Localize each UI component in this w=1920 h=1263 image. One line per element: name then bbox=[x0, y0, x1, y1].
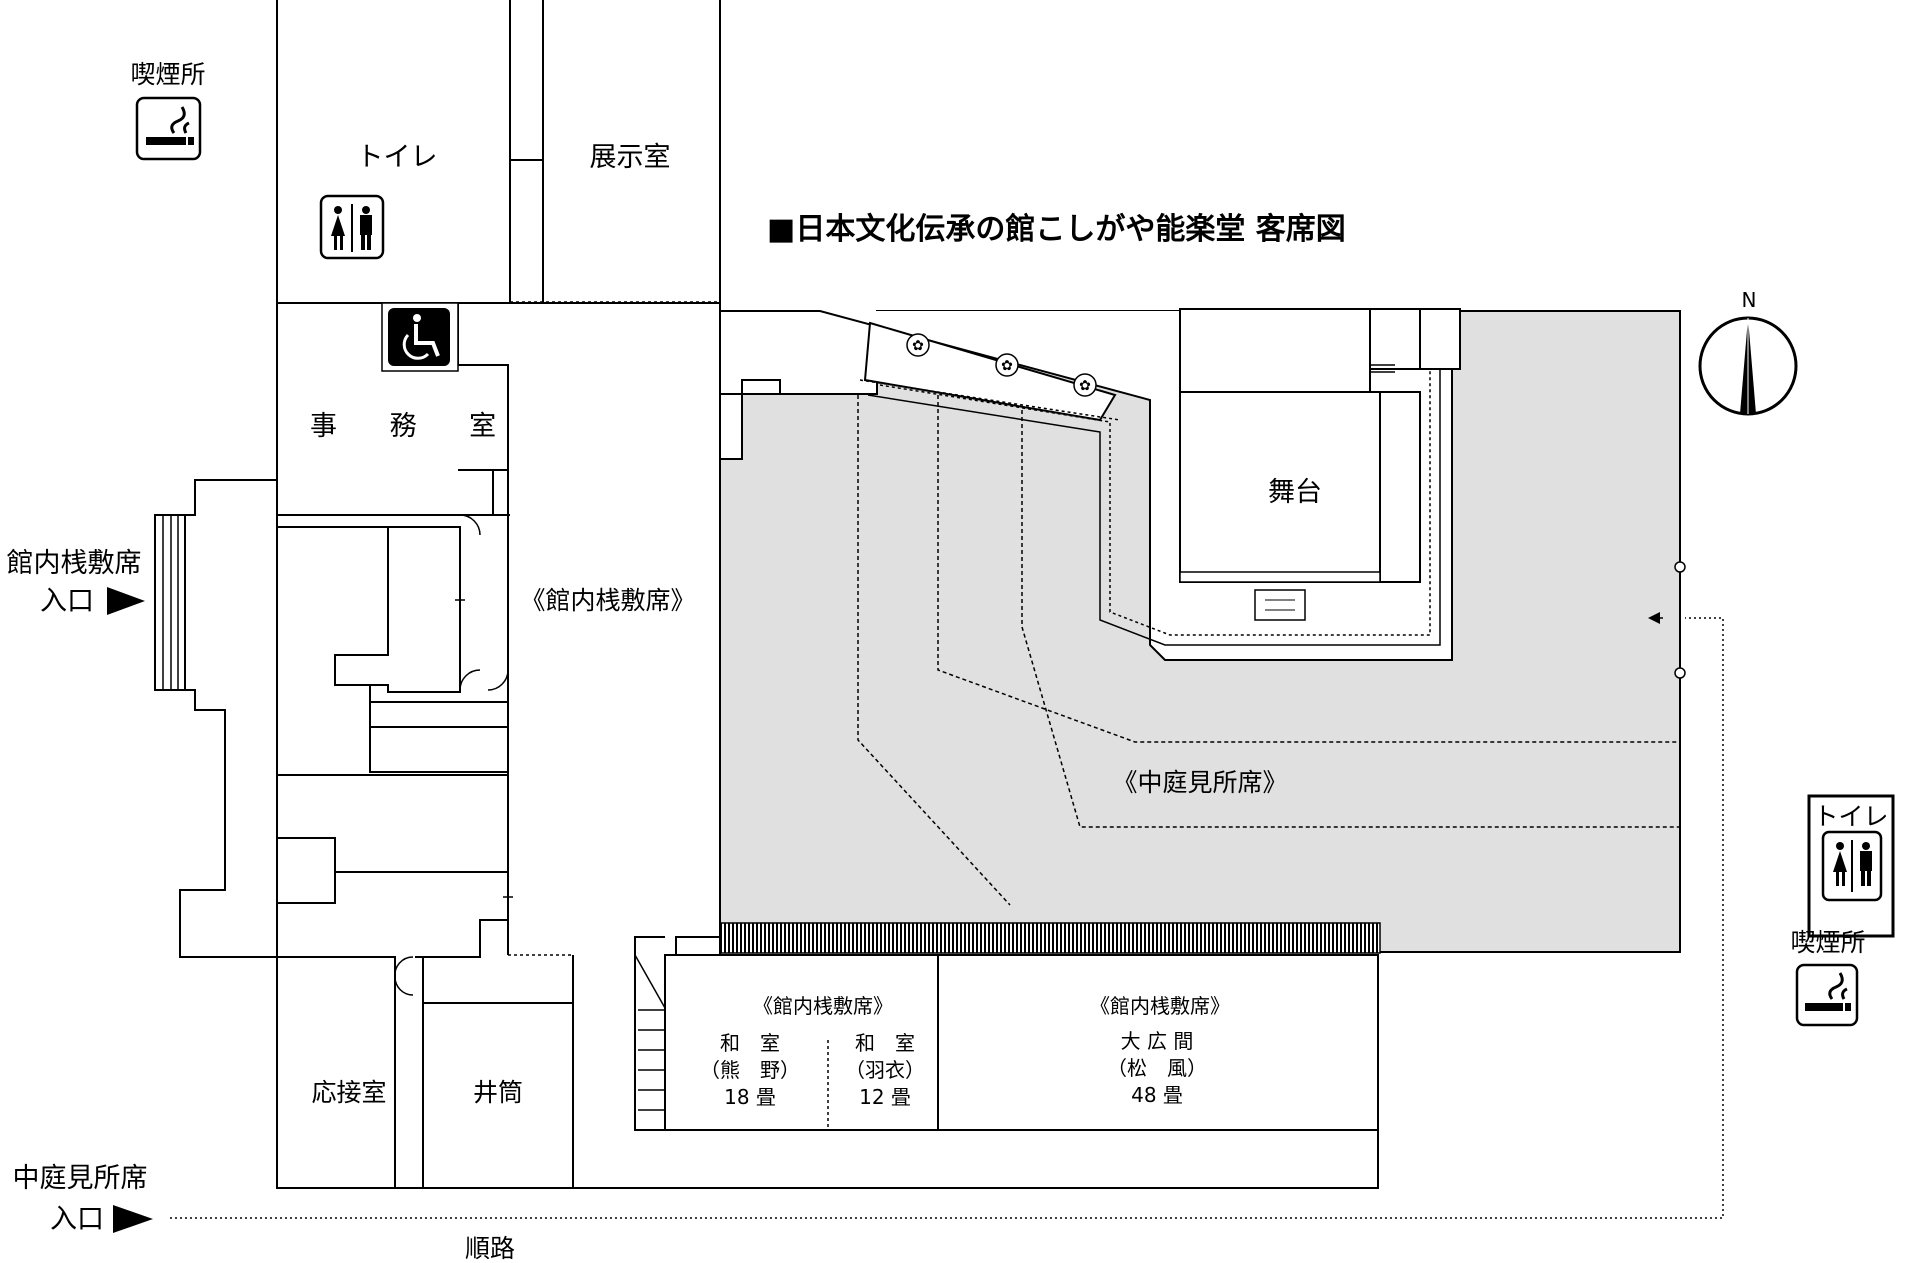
room-stage: 舞台 bbox=[1268, 477, 1322, 508]
room-kumano-line3: 18 畳 bbox=[724, 1085, 776, 1109]
plum-flower-icon: ✿ bbox=[995, 353, 1019, 377]
seating-courtyard: 《中庭見所席》 bbox=[1112, 768, 1288, 797]
compass-icon bbox=[1698, 316, 1798, 416]
entrance-arrow-icon bbox=[107, 587, 145, 615]
map-title: ■日本文化伝承の館こしがや能楽堂 客席図 bbox=[767, 212, 1346, 247]
plum-flower-icon: ✿ bbox=[1073, 373, 1097, 397]
room-toilet: トイレ bbox=[356, 142, 438, 173]
room-kumano-line2: （熊 野） bbox=[700, 1058, 800, 1082]
hatched-edge bbox=[719, 922, 1381, 954]
plum-flower-icon: ✿ bbox=[906, 333, 930, 357]
smoking-icon bbox=[1795, 963, 1859, 1027]
room-office: 事 務 室 bbox=[310, 411, 519, 442]
smoking-icon bbox=[135, 96, 202, 161]
entrance-indoor-line1: 館内桟敷席 bbox=[6, 548, 142, 579]
room-hagoromo: 和 室 （羽衣） 12 畳 bbox=[845, 1030, 925, 1111]
room-matsukaze: 大 広 間 （松 風） 48 畳 bbox=[1107, 1028, 1207, 1109]
room-matsukaze-line3: 48 畳 bbox=[1131, 1083, 1183, 1107]
wheelchair-icon bbox=[381, 302, 459, 372]
restroom-icon bbox=[1807, 794, 1895, 938]
route-line bbox=[170, 617, 1724, 1219]
room-matsukaze-line2: （松 風） bbox=[1107, 1056, 1207, 1080]
seating-indoor-lower-left: 《館内桟敷席》 bbox=[753, 994, 893, 1018]
toilet-label-right: トイレ bbox=[1813, 802, 1889, 831]
seating-indoor-main: 《館内桟敷席》 bbox=[520, 586, 696, 615]
entrance-indoor-line2: 入口 bbox=[40, 586, 94, 617]
entrance-courtyard-line1: 中庭見所席 bbox=[12, 1163, 148, 1194]
room-hagoromo-line2: （羽衣） bbox=[845, 1058, 925, 1082]
smoking-label-top-left: 喫煙所 bbox=[130, 60, 206, 89]
entrance-arrow-icon bbox=[113, 1205, 153, 1233]
entrance-courtyard-line2: 入口 bbox=[50, 1204, 104, 1235]
room-matsukaze-line1: 大 広 間 bbox=[1120, 1029, 1194, 1053]
stage bbox=[1179, 391, 1381, 583]
room-kumano: 和 室 （熊 野） 18 畳 bbox=[700, 1030, 800, 1111]
smoking-label-right: 喫煙所 bbox=[1790, 928, 1866, 957]
room-reception: 応接室 bbox=[311, 1078, 387, 1107]
svg-text:✿: ✿ bbox=[1079, 378, 1091, 394]
room-exhibition: 展示室 bbox=[589, 142, 671, 173]
room-hagoromo-line3: 12 畳 bbox=[859, 1085, 911, 1109]
restroom-icon bbox=[319, 194, 385, 260]
seating-indoor-lower-right: 《館内桟敷席》 bbox=[1090, 994, 1230, 1018]
svg-text:✿: ✿ bbox=[912, 338, 924, 354]
room-kumano-line1: 和 室 bbox=[720, 1031, 780, 1055]
route-label: 順路 bbox=[464, 1234, 516, 1263]
north-label: N bbox=[1741, 288, 1757, 312]
room-hagoromo-line1: 和 室 bbox=[855, 1031, 915, 1055]
svg-text:✿: ✿ bbox=[1001, 358, 1013, 374]
room-well: 井筒 bbox=[472, 1078, 524, 1107]
